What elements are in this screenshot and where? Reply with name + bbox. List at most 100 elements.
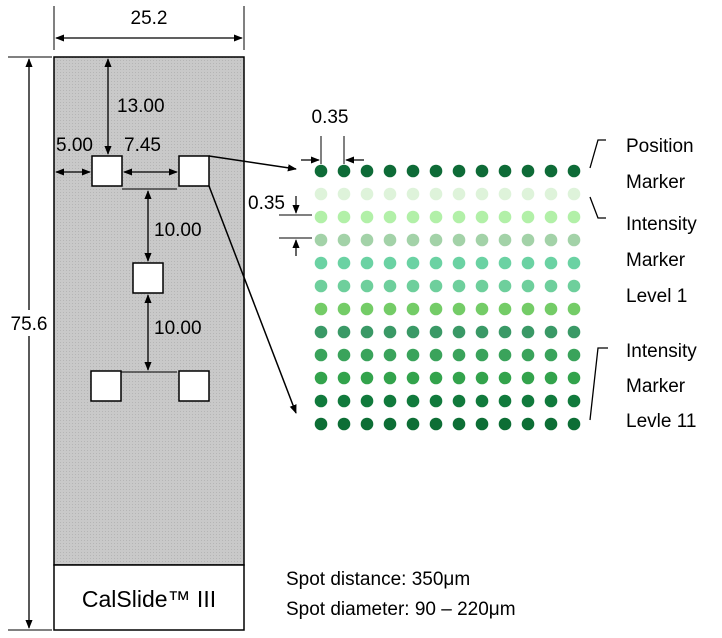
- spot-r10-c11: [544, 371, 558, 385]
- spot-r9-c11: [544, 348, 558, 362]
- spot-r11-c10: [521, 394, 535, 408]
- spot-r6-c6: [429, 279, 443, 293]
- spot-r6-c4: [383, 279, 397, 293]
- spot-r4-c8: [475, 233, 489, 247]
- slide-label-area: [53, 564, 245, 631]
- vertical-gap-2-label: 10.00: [154, 318, 202, 339]
- pitch-h-label: 0.35: [312, 107, 349, 128]
- spot-diameter-note: Spot diameter: 90 – 220μm: [286, 599, 516, 620]
- intensity-level-11-label-line1: Intensity: [626, 341, 697, 362]
- spot-r12-c3: [360, 417, 374, 431]
- spot-r4-c11: [544, 233, 558, 247]
- spot-r1-c5: [406, 164, 420, 178]
- spot-r8-c6: [429, 325, 443, 339]
- spot-r8-c12: [567, 325, 581, 339]
- spot-r9-c8: [475, 348, 489, 362]
- spot-r4-c10: [521, 233, 535, 247]
- spot-r5-c9: [498, 256, 512, 270]
- spot-r12-c9: [498, 417, 512, 431]
- height-dimension-label: 75.6: [11, 314, 48, 335]
- spot-r10-c5: [406, 371, 420, 385]
- spot-r2-c12: [567, 187, 581, 201]
- spot-r1-c4: [383, 164, 397, 178]
- spot-r8-c2: [337, 325, 351, 339]
- spot-r2-c8: [475, 187, 489, 201]
- spot-r6-c12: [567, 279, 581, 293]
- spot-r8-c3: [360, 325, 374, 339]
- position-marker-label-line1: Position: [626, 136, 694, 157]
- brand-name: CalSlide™ III: [82, 586, 216, 612]
- spot-r11-c7: [452, 394, 466, 408]
- spot-r7-c1: [314, 302, 328, 316]
- spot-grid: [314, 164, 581, 431]
- spot-r3-c1: [314, 210, 328, 224]
- spot-r1-c10: [521, 164, 535, 178]
- spot-r2-c6: [429, 187, 443, 201]
- marker-square-bottom-left: [90, 370, 122, 402]
- spot-r10-c2: [337, 371, 351, 385]
- horizontal-gap-label: 7.45: [124, 135, 161, 156]
- spot-r8-c10: [521, 325, 535, 339]
- spot-r4-c3: [360, 233, 374, 247]
- spot-r3-c12: [567, 210, 581, 224]
- position-marker-bracket: [589, 139, 606, 169]
- spot-r3-c7: [452, 210, 466, 224]
- spot-r10-c8: [475, 371, 489, 385]
- spot-r9-c12: [567, 348, 581, 362]
- spot-r7-c4: [383, 302, 397, 316]
- spot-r7-c3: [360, 302, 374, 316]
- spot-r12-c8: [475, 417, 489, 431]
- intensity-level-11-bracket: [589, 347, 608, 421]
- spot-r2-c1: [314, 187, 328, 201]
- marker-square-bottom-right: [178, 370, 210, 402]
- zoom-arrow-top: [208, 155, 297, 172]
- spot-r2-c3: [360, 187, 374, 201]
- spot-r11-c9: [498, 394, 512, 408]
- marker-square-top-right: [178, 155, 210, 187]
- spot-r3-c4: [383, 210, 397, 224]
- spot-r2-c11: [544, 187, 558, 201]
- spot-r5-c1: [314, 256, 328, 270]
- spot-r10-c12: [567, 371, 581, 385]
- spot-r5-c12: [567, 256, 581, 270]
- spot-r7-c2: [337, 302, 351, 316]
- spot-r4-c4: [383, 233, 397, 247]
- spot-r6-c5: [406, 279, 420, 293]
- spot-r6-c7: [452, 279, 466, 293]
- spot-r12-c6: [429, 417, 443, 431]
- spot-r10-c6: [429, 371, 443, 385]
- spot-r2-c10: [521, 187, 535, 201]
- spot-r2-c7: [452, 187, 466, 201]
- spot-r11-c5: [406, 394, 420, 408]
- intensity-level-1-label-line3: Level 1: [626, 286, 687, 307]
- spot-r12-c5: [406, 417, 420, 431]
- spot-r12-c1: [314, 417, 328, 431]
- spot-r7-c9: [498, 302, 512, 316]
- spot-r7-c10: [521, 302, 535, 316]
- spot-r11-c2: [337, 394, 351, 408]
- spot-r9-c10: [521, 348, 535, 362]
- spot-r1-c8: [475, 164, 489, 178]
- spot-r9-c7: [452, 348, 466, 362]
- spot-r2-c5: [406, 187, 420, 201]
- spot-r11-c4: [383, 394, 397, 408]
- spot-r1-c12: [567, 164, 581, 178]
- spot-r9-c2: [337, 348, 351, 362]
- spot-r5-c10: [521, 256, 535, 270]
- spot-r3-c2: [337, 210, 351, 224]
- spot-r9-c3: [360, 348, 374, 362]
- spot-r1-c1: [314, 164, 328, 178]
- spot-r7-c6: [429, 302, 443, 316]
- spot-r5-c3: [360, 256, 374, 270]
- spot-r6-c8: [475, 279, 489, 293]
- spot-r10-c7: [452, 371, 466, 385]
- spot-r6-c11: [544, 279, 558, 293]
- spot-r11-c3: [360, 394, 374, 408]
- spot-r5-c7: [452, 256, 466, 270]
- width-dimension-label: 25.2: [131, 8, 168, 29]
- spot-r2-c4: [383, 187, 397, 201]
- spot-r1-c6: [429, 164, 443, 178]
- spot-r12-c10: [521, 417, 535, 431]
- spot-r6-c1: [314, 279, 328, 293]
